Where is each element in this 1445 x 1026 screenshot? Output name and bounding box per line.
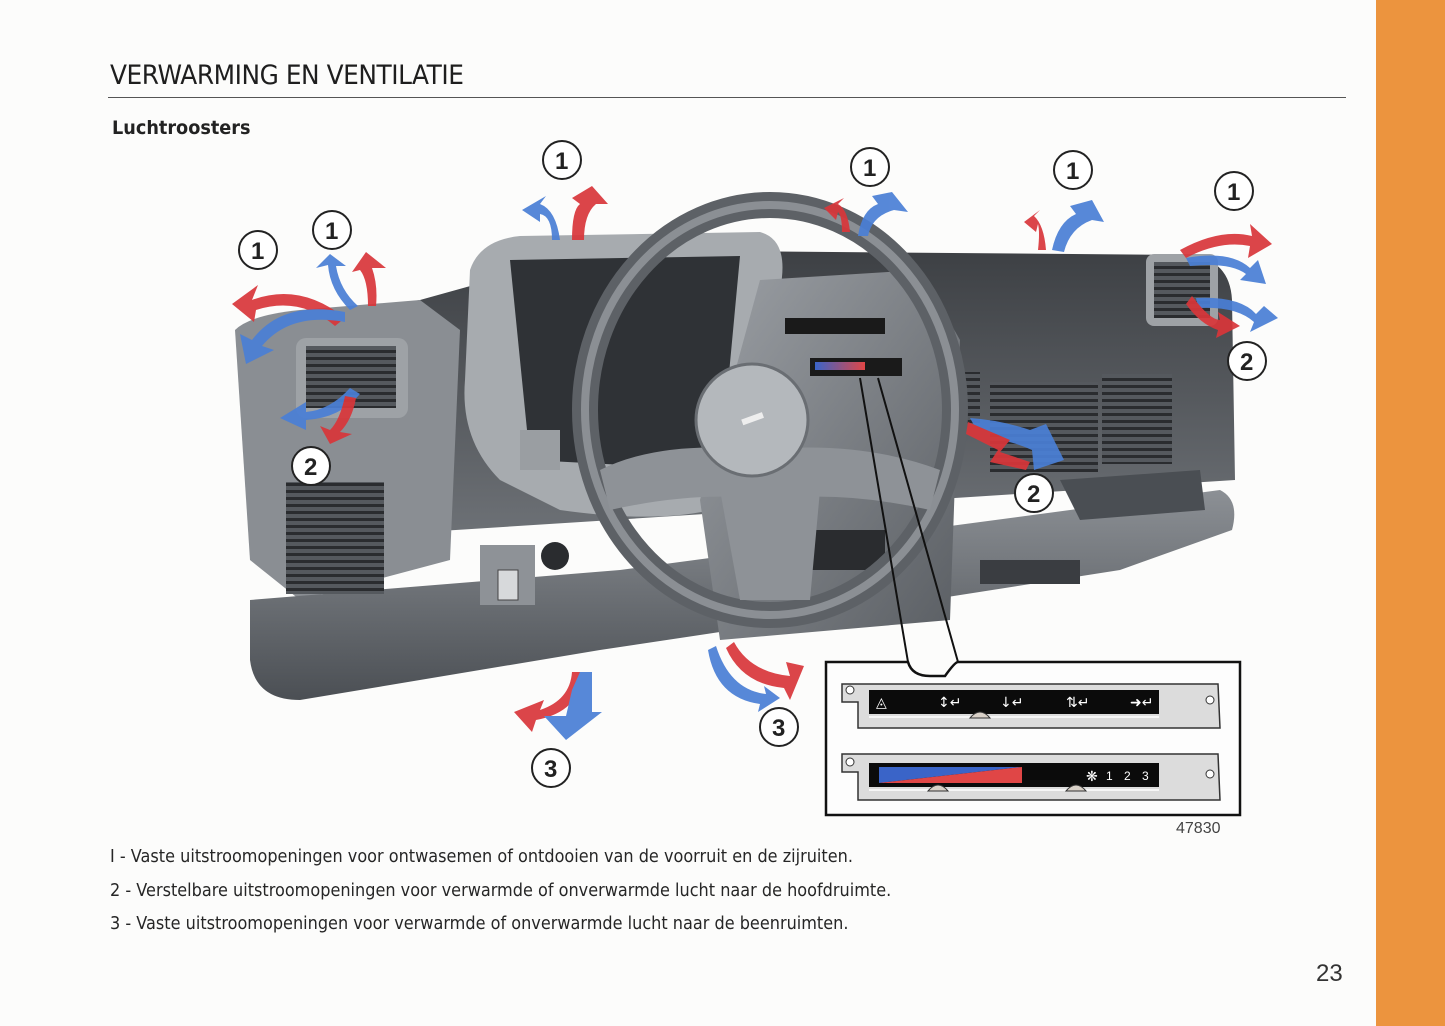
legend-item-2: 2 - Verstelbare uitstroomopeningen voor … [110, 880, 892, 901]
callout-1: 1 [850, 147, 890, 187]
warm-air-arrow [726, 642, 804, 700]
svg-text:1: 1 [863, 155, 876, 182]
cold-air-arrow [708, 646, 780, 712]
callout-1: 1 [312, 210, 352, 250]
svg-text:2: 2 [1027, 481, 1040, 508]
callout-markers: 1 1 1 1 1 1 2 2 2 3 3 [238, 140, 1267, 788]
svg-text:1: 1 [1066, 158, 1079, 185]
airflow-arrows [232, 186, 1278, 740]
page-number: 23 [1316, 960, 1343, 987]
cold-air-arrow [1186, 255, 1266, 284]
svg-text:2: 2 [304, 454, 317, 481]
callout-3: 3 [759, 707, 799, 747]
callout-2: 2 [1227, 341, 1267, 381]
svg-text:2: 2 [1240, 349, 1253, 376]
windscreen-feet-icon: ⇅↵ [1066, 695, 1089, 711]
cold-air-arrow [522, 196, 560, 240]
callout-1: 1 [1053, 150, 1093, 190]
face-feet-icon: ↕↵ [938, 695, 961, 711]
cold-air-arrow [240, 309, 345, 364]
section-tab [1376, 0, 1445, 1026]
warm-air-arrow [232, 285, 345, 326]
warm-air-arrow [352, 252, 386, 306]
dashboard-illustration: ◬ ↕↵ ↓↵ ⇅↵ ➜↵ ❋ 1 2 3 [232, 140, 1278, 817]
svg-text:3: 3 [544, 756, 557, 783]
svg-text:1: 1 [555, 148, 568, 175]
face-icon: ➜↵ [1130, 695, 1153, 711]
fan-icon: ❋ [1086, 769, 1098, 785]
warm-air-arrow [824, 198, 850, 232]
distribution-icons: ◬ ↕↵ ↓↵ ⇅↵ ➜↵ [875, 695, 1153, 711]
cold-air-arrow [970, 418, 1064, 470]
control-panel-inset: ◬ ↕↵ ↓↵ ⇅↵ ➜↵ ❋ 1 2 3 [824, 660, 1242, 817]
callout-2: 2 [1014, 473, 1054, 513]
fan-speed-2: 2 [1124, 769, 1131, 783]
fan-speed-3: 3 [1142, 769, 1149, 783]
section-subtitle: Luchtroosters [112, 117, 251, 139]
callout-leader [859, 377, 959, 663]
svg-text:3: 3 [772, 715, 785, 742]
warm-air-arrow [572, 186, 608, 240]
warm-air-arrow [514, 672, 584, 732]
warm-air-arrow [320, 396, 356, 444]
page-title: VERWARMING EN VENTILATIE [110, 60, 464, 91]
callout-1: 1 [542, 140, 582, 180]
fan-speed-1: 1 [1106, 769, 1113, 783]
defrost-icon: ◬ [875, 695, 887, 711]
title-divider [108, 97, 1346, 98]
callout-1: 1 [238, 230, 278, 270]
callout-2: 2 [291, 446, 331, 486]
callout-3: 3 [531, 748, 571, 788]
warm-air-arrow [1180, 224, 1272, 258]
cold-air-arrow [1052, 200, 1104, 252]
cold-air-arrow [316, 254, 358, 310]
svg-text:1: 1 [1227, 179, 1240, 206]
cold-air-arrow [280, 388, 360, 430]
warm-air-arrow [1186, 296, 1240, 338]
distribution-slider-knob [968, 711, 992, 719]
temperature-slider-knob [926, 784, 950, 792]
warm-air-arrow [1024, 210, 1046, 250]
feet-icon: ↓↵ [1000, 695, 1023, 711]
cold-air-arrow [544, 672, 602, 740]
cold-air-arrow [1196, 297, 1278, 332]
temperature-warm-zone [879, 767, 1022, 783]
cold-air-arrow [858, 192, 908, 236]
steering-wheel [572, 192, 968, 628]
warm-air-arrow [966, 422, 1030, 470]
svg-text:1: 1 [325, 218, 338, 245]
svg-text:1: 1 [251, 238, 264, 265]
legend-item-1: I - Vaste uitstroomopeningen voor ontwas… [110, 847, 853, 867]
legend-list: I - Vaste uitstroomopeningen voor ontwas… [110, 843, 959, 944]
figure-number: 47830 [1176, 820, 1221, 837]
fan-slider-knob [1064, 784, 1088, 792]
legend-item-3: 3 - Vaste uitstroomopeningen voor verwar… [110, 914, 849, 934]
callout-1: 1 [1214, 171, 1254, 211]
